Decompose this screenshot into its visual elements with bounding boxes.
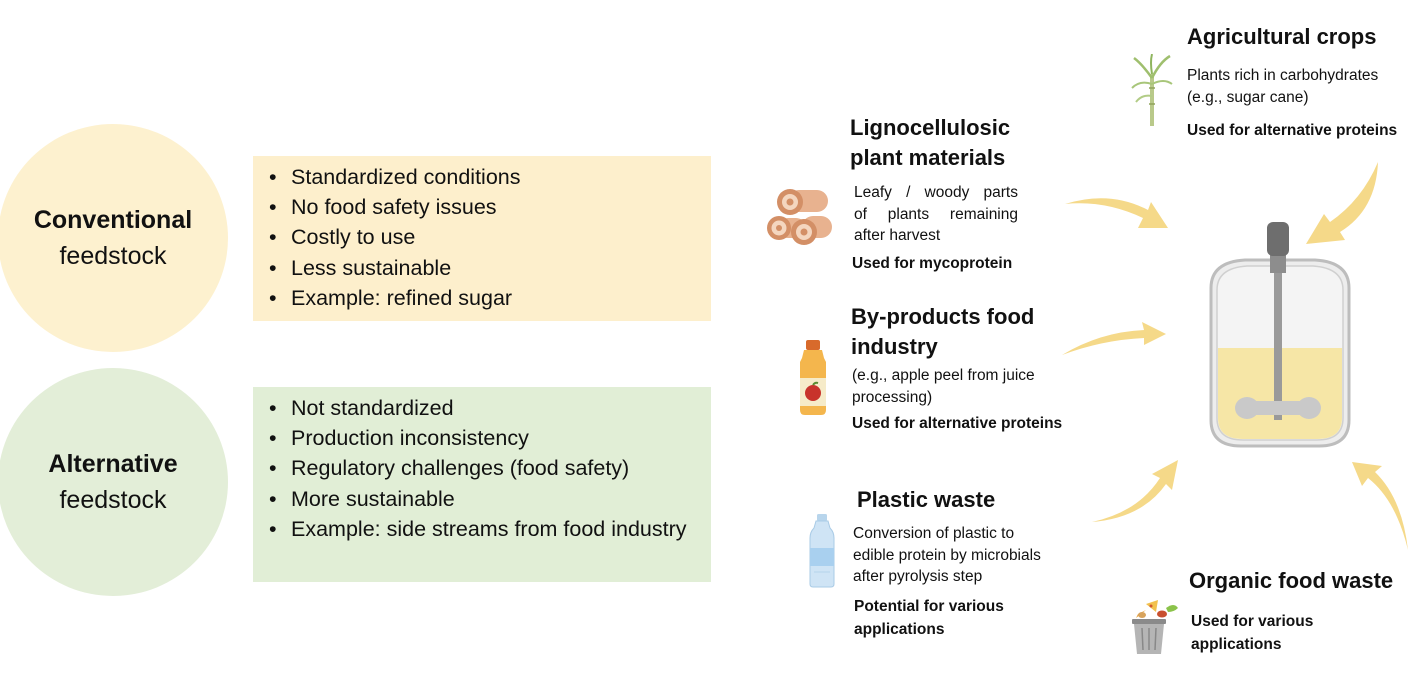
conventional-list: Standardized conditions No food safety i… — [267, 162, 697, 313]
list-item: More sustainable — [267, 484, 697, 514]
organic-title: Organic food waste — [1189, 568, 1394, 593]
list-item: Standardized conditions — [267, 162, 697, 192]
conventional-circle: Conventional feedstock — [0, 124, 228, 352]
agricultural-title: Agricultural crops — [1187, 24, 1377, 49]
arrow-agricultural-icon — [1306, 162, 1378, 244]
arrow-plastic-icon — [1092, 460, 1178, 522]
organic-use-2: applications — [1191, 636, 1282, 653]
conventional-subtitle: feedstock — [59, 242, 167, 270]
lignocellulosic-desc-3: after harvest — [854, 227, 941, 244]
alternative-title: Alternative — [48, 450, 178, 478]
plastic-use-1: Potential for various — [854, 598, 1004, 615]
arrow-lignocellulosic-icon — [1065, 198, 1168, 228]
plastic-title: Plastic waste — [857, 487, 996, 512]
list-item: Example: side streams from food industry — [267, 514, 697, 544]
list-item: Example: refined sugar — [267, 283, 697, 313]
list-item: Less sustainable — [267, 253, 697, 283]
conventional-box: Standardized conditions No food safety i… — [253, 156, 711, 321]
plastic-desc-2: edible protein by microbials — [853, 547, 1041, 564]
alternative-subtitle: feedstock — [59, 486, 167, 514]
organic-use-1: Used for various — [1191, 613, 1314, 630]
plastic-bottle-icon — [809, 514, 835, 588]
list-item: Not standardized — [267, 393, 697, 423]
agricultural-desc-2: (e.g., sugar cane) — [1187, 89, 1309, 106]
plastic-desc-1: Conversion of plastic to — [853, 525, 1015, 542]
byproducts-title-2: industry — [851, 334, 938, 359]
plastic-desc-3: after pyrolysis step — [853, 568, 983, 585]
lignocellulosic-desc-2: of plants remaining — [854, 206, 1018, 223]
byproducts-title-1: By-products food — [851, 304, 1035, 329]
food-waste-bin-icon — [1132, 600, 1178, 654]
list-item: Production inconsistency — [267, 423, 697, 453]
logs-icon — [767, 189, 832, 245]
lignocellulosic-title-2: plant materials — [850, 145, 1006, 170]
plastic-use-2: applications — [854, 621, 945, 638]
lignocellulosic-desc-1: Leafy / woody parts — [854, 184, 1018, 201]
conventional-title: Conventional — [33, 206, 193, 234]
lignocellulosic-title-1: Lignocellulosic — [850, 115, 1011, 140]
arrow-organic-icon — [1352, 462, 1408, 550]
arrow-byproducts-icon — [1062, 322, 1166, 355]
list-item: Regulatory challenges (food safety) — [267, 453, 697, 483]
byproducts-desc-1: (e.g., apple peel from juice — [852, 367, 1035, 384]
list-item: No food safety issues — [267, 192, 697, 222]
byproducts-use: Used for alternative proteins — [852, 415, 1063, 432]
juice-bottle-icon — [800, 340, 826, 415]
byproducts-desc-2: processing) — [852, 389, 933, 406]
lignocellulosic-use: Used for mycoprotein — [852, 255, 1013, 272]
alternative-circle: Alternative feedstock — [0, 368, 228, 596]
alternative-list: Not standardized Production inconsistenc… — [267, 393, 697, 544]
agricultural-desc-1: Plants rich in carbohydrates — [1187, 67, 1379, 84]
bioreactor-icon — [1209, 222, 1351, 448]
alternative-box: Not standardized Production inconsistenc… — [253, 387, 711, 582]
sugar-cane-icon — [1131, 54, 1173, 126]
list-item: Costly to use — [267, 222, 697, 252]
agricultural-use: Used for alternative proteins — [1187, 122, 1398, 139]
